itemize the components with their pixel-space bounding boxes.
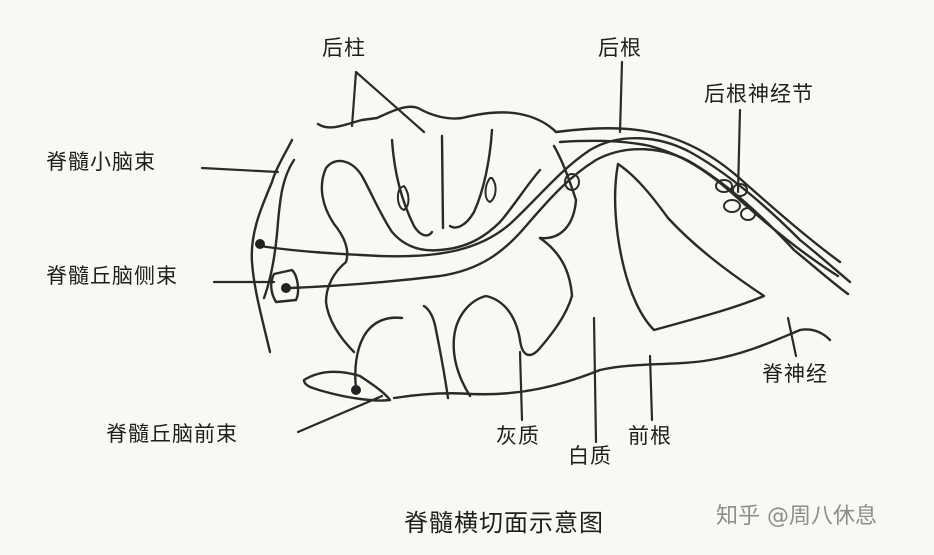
cord-anterior-boundary xyxy=(392,328,832,400)
dorsal-root-line-1 xyxy=(258,136,852,284)
label-lateral-spinothalamic-tract: 脊髓丘脑侧束 xyxy=(46,264,178,288)
leader-white-matter xyxy=(592,316,598,444)
label-ventral-root: 前根 xyxy=(628,424,672,448)
leader-dorsal-root-ganglion xyxy=(736,108,742,194)
ganglion-cell-4 xyxy=(740,207,756,221)
anterior-tract-dot xyxy=(351,385,361,395)
label-gray-matter: 灰质 xyxy=(496,424,540,448)
ganglion-cell-3 xyxy=(723,199,741,213)
leader-dorsal-root xyxy=(618,60,624,134)
label-dorsal-root-ganglion: 后根神经节 xyxy=(704,82,814,106)
dorsal-horn-cell xyxy=(564,173,580,191)
leader-ventral-root xyxy=(648,354,654,422)
lateral-tract-dot xyxy=(281,283,291,293)
posterior-median-septum xyxy=(440,134,445,230)
gray-matter-outline xyxy=(320,159,574,398)
anterior-tract-fiber xyxy=(354,316,404,390)
leader-anterior-tract xyxy=(296,394,384,434)
label-dorsal-root: 后根 xyxy=(598,36,642,60)
leader-spinal-nerve xyxy=(786,316,798,358)
label-white-matter: 白质 xyxy=(568,444,612,468)
leader-gray-matter xyxy=(518,350,524,422)
leader-posterior-column xyxy=(350,70,426,134)
posterior-column-left xyxy=(390,138,434,237)
dorsal-root-line-2 xyxy=(288,147,850,296)
ganglion-cell-1 xyxy=(715,179,733,193)
spinocerebellar-tract-dot xyxy=(255,239,265,249)
label-anterior-spinothalamic-tract: 脊髓丘脑前束 xyxy=(106,422,238,446)
label-spinocerebellar-tract: 脊髓小脑束 xyxy=(46,150,156,174)
label-posterior-column: 后柱 xyxy=(322,36,366,60)
dorsal-root-line-4 xyxy=(558,139,840,278)
posterior-column-right xyxy=(448,128,494,229)
anterior-horn-right xyxy=(613,162,766,332)
posterior-horn-tip-left xyxy=(396,185,410,211)
leader-spinocerebellar-tract xyxy=(200,166,280,174)
anterior-tract-outline xyxy=(302,370,392,402)
label-spinal-nerve: 脊神经 xyxy=(762,362,828,386)
anterior-median-fissure xyxy=(422,304,450,400)
cord-left-inner-outline xyxy=(262,158,296,300)
figure-caption: 脊髓横切面示意图 xyxy=(404,509,604,537)
cord-left-outline xyxy=(250,138,294,354)
watermark: 知乎 @周八休息 xyxy=(716,504,877,529)
dorsal-root-line-3 xyxy=(554,127,842,264)
ganglion-cell-2 xyxy=(732,183,748,197)
posterior-horn-tip-right xyxy=(484,177,497,203)
cord-outer-boundary xyxy=(316,105,558,134)
